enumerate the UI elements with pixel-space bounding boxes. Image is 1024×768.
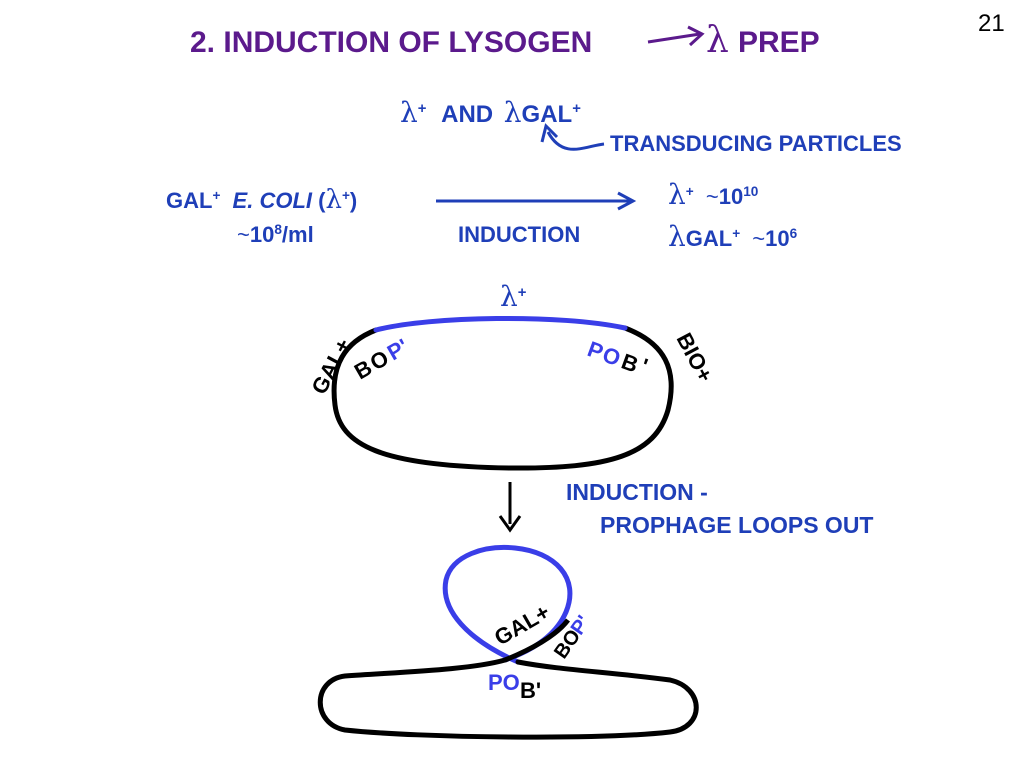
bacterial-chromosome-top [331,325,674,471]
reactant-lambda-plus: + [341,187,350,203]
gal-label: GAL [521,101,573,128]
lambda-symbol: λ [400,96,418,129]
lambda-symbol-2: λ [503,96,522,129]
loop-out-arrow-head [498,515,522,533]
lambda-and-lambda-gal: λ+ AND λGAL+ [400,96,581,129]
conc-unit: /ml [281,222,314,247]
slide-title: 2. INDUCTION OF LYSOGEN [190,26,592,60]
conc-base: 10 [249,222,275,247]
title-arrow [647,32,701,44]
transducing-arrow-head [540,123,559,143]
prophage-loop [442,544,573,665]
product2-gal: GAL [685,226,733,251]
product2-tilde: ~ [752,226,766,251]
phage-lambda-symbol: λ [500,280,518,313]
product1-plus: + [685,183,694,199]
title-left: 2. INDUCTION OF LYSOGEN [190,26,593,59]
product1-tilde: ~ [705,184,719,209]
transducing-particles-label: TRANSDUCING PARTICLES [610,131,902,156]
bottom-po: PO [488,670,520,695]
conc-exp: 8 [274,221,282,237]
title-arrow-head [687,25,705,47]
gal-plus-label: GAL+ [306,334,356,398]
bacterial-chromosome-bottom [317,657,699,740]
plus-sup-2: + [572,101,581,118]
reactant-lambda: λ [325,185,342,215]
reactant-gal: GAL [166,188,213,213]
title-lambda: λ [706,20,729,61]
bottom-b-prime: B' [520,678,541,703]
plus-sup: + [417,101,427,118]
page-number: 21 [978,10,1005,37]
crossing-segment [504,618,570,663]
product2-base: 10 [765,226,790,251]
bio-plus-label: BIO+ [672,329,718,387]
product1-lambda: λ [668,178,686,211]
right-attachment-site: P O B ' [584,336,651,379]
phage-lambda-plus: + [517,285,527,302]
title-right: PREP [738,26,820,59]
induction-arrow-label: INDUCTION [458,222,581,247]
close-paren: ) [349,188,358,213]
reactant-plus: + [212,187,221,203]
bottom-bop-site: BO P' [550,612,595,663]
transducing-arrow [546,131,605,151]
phage-lambda-label: λ+ [500,280,526,313]
reactant-label: GAL+ E. COLI (λ+) [166,185,357,215]
open-paren: ( [318,188,326,213]
and-label: AND [441,101,494,128]
prophage-top [373,315,628,333]
reactant-concentration: ~108/ml [237,222,314,248]
product1-exp: 10 [743,183,759,199]
product-lambda-gal: λGAL+ ~106 [668,220,797,253]
product2-lambda: λ [668,220,686,253]
conc-tilde: ~ [237,222,250,247]
induction-note-line1: INDUCTION - [566,479,708,505]
induction-note-line2: PROPHAGE LOOPS OUT [600,512,874,538]
product1-base: 10 [718,184,744,209]
product2-plus: + [732,225,741,241]
induction-arrow-head [617,191,637,211]
reactant-ecoli: E. COLI [232,188,312,213]
bottom-pob-site: PO B' [488,670,541,703]
product2-exp: 6 [789,225,798,241]
product-lambda-plus: λ+ ~1010 [668,178,758,211]
